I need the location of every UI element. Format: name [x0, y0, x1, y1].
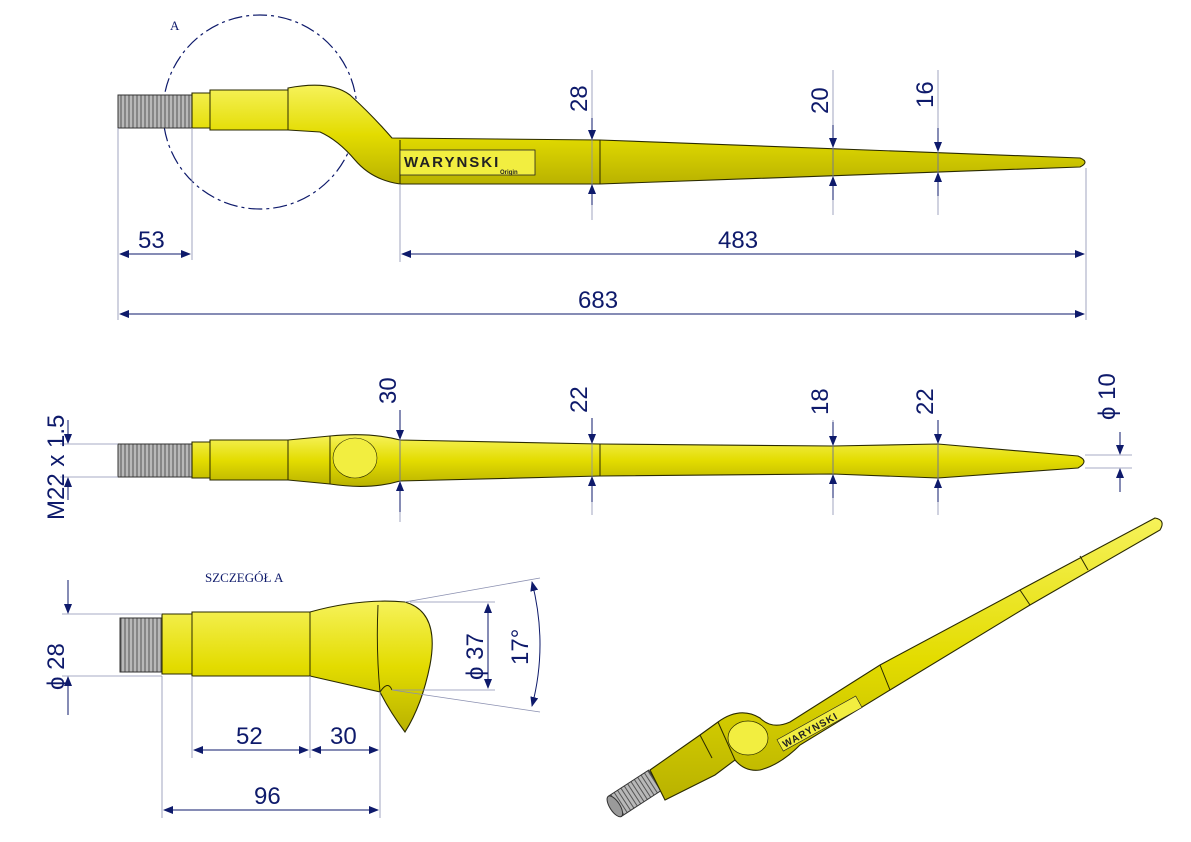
detail-circle-label: A: [170, 18, 180, 33]
dim-28-top: 28: [566, 85, 593, 112]
side-shank: [191, 434, 1085, 487]
dim-angle: 17°: [507, 629, 534, 665]
dim-16-top: 16: [912, 81, 939, 108]
side-view: M22 x 1.5 30 22 18 22 ϕ 10: [43, 373, 1132, 522]
brand-logo-top: WARYNSKI: [404, 154, 500, 171]
dim-18-side: 18: [807, 388, 834, 415]
dim-96: 96: [254, 783, 281, 810]
detail-thread: [119, 617, 163, 673]
dim-tip-dia: ϕ 10: [1094, 373, 1121, 420]
top-view: A WARYNSKI Origin 53 483 683 28: [117, 14, 1087, 320]
dim-thread: M22 x 1.5: [43, 415, 70, 520]
dim-22a-side: 22: [566, 386, 593, 413]
iso-body: [649, 517, 1163, 801]
dim-53: 53: [138, 227, 165, 254]
side-thread: [117, 443, 193, 478]
detail-a: SZCZEGÓŁ A ϕ 28 ϕ 37 17° 52 30: [43, 570, 541, 818]
dim-dia-28: ϕ 28: [43, 643, 70, 690]
dim-483: 483: [718, 227, 758, 254]
dim-52: 52: [236, 723, 263, 750]
dim-22b-side: 22: [912, 388, 939, 415]
dim-683: 683: [578, 287, 618, 314]
detail-body: [161, 600, 433, 733]
top-thread: [117, 94, 193, 129]
dim-dia-37: ϕ 37: [462, 633, 489, 680]
dim-30-detail: 30: [330, 723, 357, 750]
top-shank: [191, 84, 1086, 185]
dim-20-top: 20: [807, 87, 834, 114]
isometric-view: WARYNSKI: [606, 517, 1163, 818]
detail-title: SZCZEGÓŁ A: [205, 570, 284, 585]
brand-sub-top: Origin: [500, 170, 518, 176]
dim-30-side: 30: [375, 377, 402, 404]
